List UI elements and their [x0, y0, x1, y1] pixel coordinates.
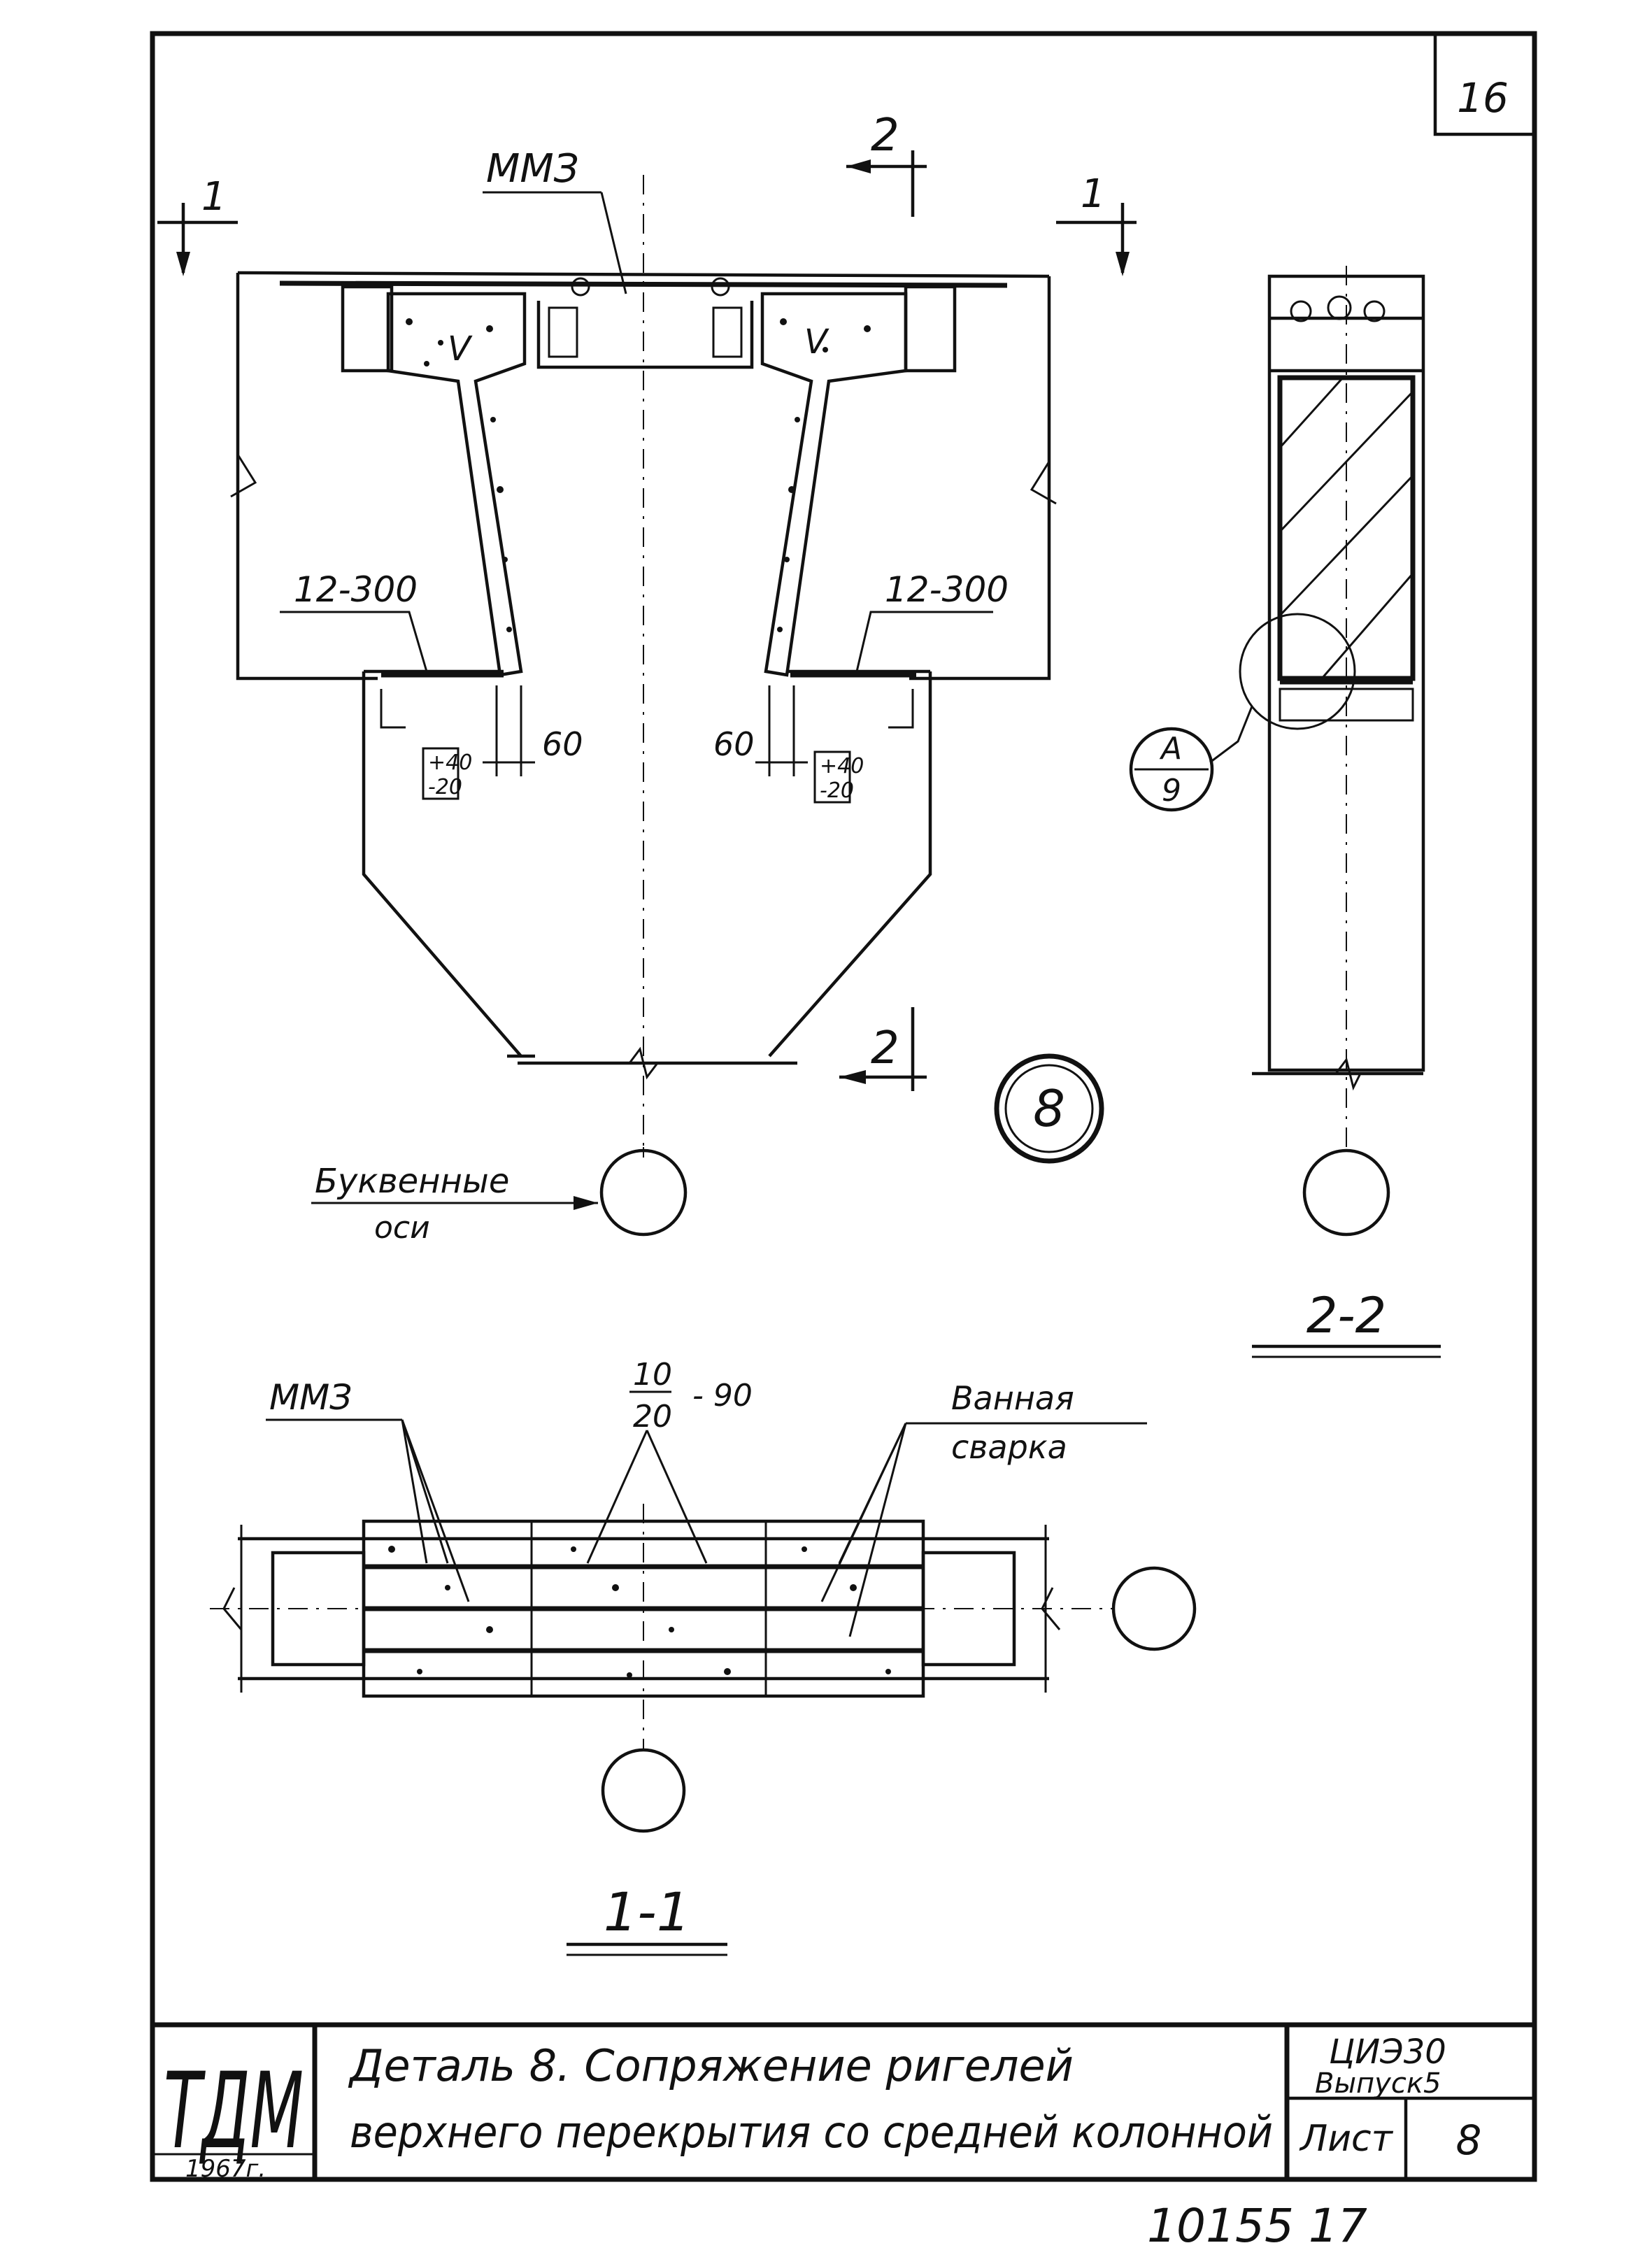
svg-text:1: 1	[201, 174, 227, 220]
weld-marks	[380, 672, 916, 729]
axis-bubble-plan	[599, 1148, 688, 1237]
logo: ТДМ	[164, 2051, 304, 2172]
concrete-hatch-plan: V V	[406, 318, 871, 632]
plan-dim-left: 60	[542, 725, 583, 763]
plan-mmz-label: ММЗ	[486, 146, 579, 192]
svg-text:2: 2	[871, 1023, 899, 1074]
svg-text:8: 8	[1033, 1079, 1065, 1138]
title-block: ТДМ 1967г. Деталь 8. Сопряжение ригелей …	[152, 2022, 1534, 2183]
section-2-2-caption: 2-2	[1306, 1287, 1386, 1344]
svg-text:-20: -20	[428, 775, 462, 799]
sheet-frame	[150, 31, 1537, 2182]
axis-label-line1: Буквенные	[315, 1162, 509, 1201]
section-mark-1-right: 1	[1056, 171, 1137, 276]
corner-number-box: 16	[1433, 34, 1534, 136]
svg-text:V: V	[804, 322, 829, 362]
svg-text:2: 2	[871, 110, 899, 162]
tolerance-box-left: +40 -20	[422, 747, 472, 800]
svg-text:А: А	[1159, 731, 1182, 767]
tolerance-box-right: +40 -20	[813, 750, 864, 804]
section-mark-1-left: 1	[157, 174, 238, 276]
stamp-number: 10155 17	[1147, 2199, 1367, 2253]
svg-text:-20: -20	[820, 778, 854, 803]
section-mark-2-top: 2	[846, 110, 927, 217]
section-1-1-caption: 1-1	[604, 1881, 690, 1943]
sheet-label: Лист	[1299, 2118, 1393, 2160]
callout-a-9: А 9	[1129, 706, 1253, 812]
plan-dim-right: 60	[713, 725, 755, 763]
svg-text:+40: +40	[820, 754, 864, 778]
rebar-top: 10	[633, 1357, 672, 1393]
issue: Выпуск5	[1315, 2067, 1441, 2100]
year: 1967г.	[185, 2155, 266, 2183]
section-2-2: А 9 2-2	[1129, 266, 1441, 1358]
s11-mmz-label: ММЗ	[269, 1377, 352, 1418]
plan-spacing-right: 12-300	[885, 569, 1009, 610]
plan-spacing-left: 12-300	[294, 569, 418, 610]
series: ЦИЭ30	[1329, 2032, 1446, 2072]
weld-label-line1: Ванная	[951, 1379, 1074, 1417]
rebar-spacing: - 90	[692, 1378, 753, 1414]
axis-label-line2: оси	[374, 1210, 430, 1246]
section-mark-2-bottom: 2	[839, 1007, 927, 1091]
weld-label-line2: сварка	[951, 1428, 1067, 1466]
section-1-1: ММЗ 10 20 - 90 Ванная сварка	[210, 1357, 1197, 1956]
concrete-hatch-section	[388, 1546, 891, 1678]
svg-text:+40: +40	[428, 750, 472, 775]
svg-text:1: 1	[1081, 171, 1106, 217]
detail-badge: 8	[994, 1053, 1104, 1164]
svg-text:9: 9	[1162, 773, 1181, 809]
axis-bubble-1-1-right	[1111, 1566, 1197, 1651]
sheet-number: 8	[1456, 2116, 1482, 2164]
axis-bubble-1-1-bottom	[601, 1748, 686, 1833]
axis-bubble-2-2	[1302, 1148, 1390, 1237]
title-line2: верхнего перекрытия со средней колонной	[350, 2107, 1273, 2158]
rebar-bottom: 20	[633, 1399, 672, 1434]
plan-view: ММЗ 1 1 2 2	[157, 110, 1137, 1246]
svg-text:V: V	[448, 329, 473, 369]
title-line1: Деталь 8. Сопряжение ригелей	[348, 2040, 1074, 2091]
corner-number: 16	[1457, 74, 1509, 122]
